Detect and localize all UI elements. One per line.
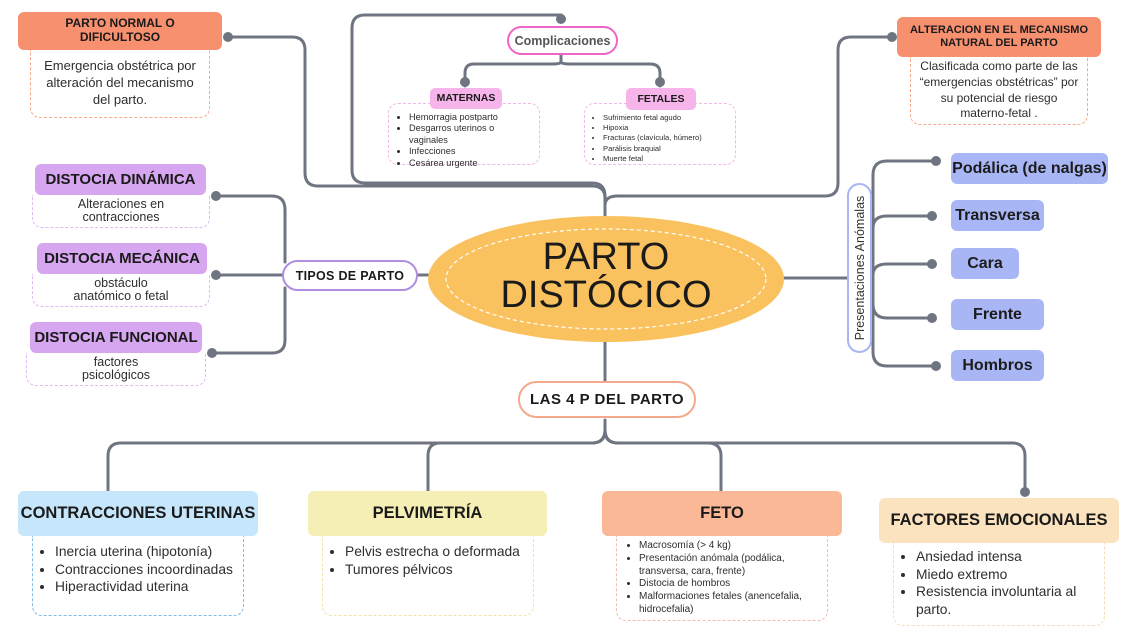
complicaciones-label: Complicaciones bbox=[514, 33, 611, 48]
cuatro-p-label: LAS 4 P DEL PARTO bbox=[529, 391, 685, 408]
pelvimetria-box: Pelvis estrecha o deformadaTumores pélvi… bbox=[322, 536, 534, 616]
pelvimetria-header: PELVIMETRÍA bbox=[308, 491, 547, 536]
feto-item: Presentación anómala (podálica, transver… bbox=[639, 553, 821, 579]
presentacion-podalica-label: Podálica (de nalgas) bbox=[952, 159, 1107, 177]
alteracion-title: ALTERACION EN EL MECANISMO NATURAL DEL P… bbox=[909, 24, 1089, 49]
maternas-item: Cesárea urgente bbox=[409, 158, 533, 169]
feto-title: FETO bbox=[700, 504, 744, 523]
central-title-line1: PARTO bbox=[542, 236, 670, 278]
contracciones-header: CONTRACCIONES UTERINAS bbox=[18, 491, 258, 536]
central-title-line2: DISTÓCICO bbox=[500, 274, 712, 316]
parto-normal-header: PARTO NORMAL O DIFICULTOSO bbox=[18, 12, 222, 50]
fetales-title: FETALES bbox=[637, 92, 685, 105]
feto-box: Macrosomía (> 4 kg)Presentación anómala … bbox=[616, 536, 828, 621]
distocia-dinamica-desc-box: Alteraciones en contracciones bbox=[32, 195, 210, 228]
contracciones-list: Inercia uterina (hipotonía)Contracciones… bbox=[37, 543, 233, 596]
central-ellipse bbox=[428, 216, 784, 342]
fetales-list: Sufrimiento fetal agudoHipoxiaFracturas … bbox=[585, 113, 702, 164]
emocionales-item: Miedo extremo bbox=[916, 566, 1100, 584]
maternas-list: Hemorragia postpartoDesgarros uterinos o… bbox=[391, 112, 533, 169]
emocionales-box: Ansiedad intensaMiedo extremoResistencia… bbox=[893, 543, 1105, 626]
distocia-funcional-desc2: psicológicos bbox=[81, 368, 151, 382]
presentacion-frente-label: Frente bbox=[973, 305, 1022, 323]
contracciones-box: Inercia uterina (hipotonía)Contracciones… bbox=[32, 536, 244, 616]
presentacion-hombros-label: Hombros bbox=[962, 356, 1033, 374]
distocia-mecanica-desc-box: obstáculo anatómico o fetal bbox=[32, 274, 210, 307]
emocionales-title: FACTORES EMOCIONALES bbox=[890, 511, 1108, 530]
parto-normal-desc: Emergencia obstétrica por alteración del… bbox=[44, 58, 196, 107]
maternas-item: Infecciones bbox=[409, 146, 533, 157]
pelvimetria-item: Pelvis estrecha o deformada bbox=[345, 543, 520, 561]
fetales-item: Muerte fetal bbox=[603, 154, 702, 164]
fetales-item: Sufrimiento fetal agudo bbox=[603, 113, 702, 123]
feto-header: FETO bbox=[602, 491, 842, 536]
emocionales-item: Resistencia involuntaria al parto. bbox=[916, 583, 1100, 618]
maternas-title: MATERNAS bbox=[436, 92, 496, 105]
distocia-funcional-desc-box: factores psicológicos bbox=[26, 353, 206, 386]
presentacion-frente: Frente bbox=[951, 299, 1044, 330]
distocia-mecanica-desc1: obstáculo bbox=[94, 276, 148, 290]
presentacion-transversa: Transversa bbox=[951, 200, 1044, 231]
fetales-item: Hipoxia bbox=[603, 123, 702, 133]
fetales-box: Sufrimiento fetal agudoHipoxiaFracturas … bbox=[584, 103, 736, 165]
distocia-mecanica-desc2: anatómico o fetal bbox=[73, 289, 169, 303]
presentacion-transversa-label: Transversa bbox=[955, 206, 1040, 224]
feto-item: Macrosomía (> 4 kg) bbox=[639, 540, 821, 553]
feto-item: Distocia de hombros bbox=[639, 578, 821, 591]
contracciones-item: Inercia uterina (hipotonía) bbox=[55, 543, 233, 561]
emocionales-list: Ansiedad intensaMiedo extremoResistencia… bbox=[898, 548, 1100, 618]
presentaciones-pill: Presentaciones Anómalas bbox=[847, 183, 872, 353]
distocia-funcional-title: DISTOCIA FUNCIONAL bbox=[34, 328, 198, 346]
presentacion-cara: Cara bbox=[951, 248, 1019, 279]
alteracion-header: ALTERACION EN EL MECANISMO NATURAL DEL P… bbox=[897, 17, 1101, 57]
distocia-mecanica-header: DISTOCIA MECÁNICA bbox=[37, 243, 207, 274]
contracciones-item: Hiperactividad uterina bbox=[55, 578, 233, 596]
maternas-item: Desgarros uterinos o vaginales bbox=[409, 123, 533, 146]
fetales-header: FETALES bbox=[626, 88, 696, 110]
distocia-funcional-header: DISTOCIA FUNCIONAL bbox=[30, 322, 202, 353]
maternas-item: Hemorragia postparto bbox=[409, 112, 533, 123]
distocia-dinamica-header: DISTOCIA DINÁMICA bbox=[35, 164, 206, 195]
feto-list: Macrosomía (> 4 kg)Presentación anómala … bbox=[621, 540, 821, 617]
emocionales-item: Ansiedad intensa bbox=[916, 548, 1100, 566]
presentaciones-label: Presentaciones Anómalas bbox=[852, 195, 867, 341]
tipos-parto-label: TIPOS DE PARTO bbox=[295, 268, 405, 283]
contracciones-title: CONTRACCIONES UTERINAS bbox=[20, 504, 256, 523]
cuatro-p-pill: LAS 4 P DEL PARTO bbox=[518, 381, 696, 418]
presentacion-hombros: Hombros bbox=[951, 350, 1044, 381]
fetales-item: Fracturas (clavícula, húmero) bbox=[603, 133, 702, 143]
maternas-box: Hemorragia postpartoDesgarros uterinos o… bbox=[388, 103, 540, 168]
contracciones-item: Contracciones incoordinadas bbox=[55, 561, 233, 579]
feto-item: Malformaciones fetales (anencefalia, hid… bbox=[639, 591, 821, 617]
distocia-dinamica-desc1: Alteraciones en bbox=[77, 197, 165, 211]
alteracion-desc-box: Clasificada como parte de las “emergenci… bbox=[910, 57, 1088, 125]
distocia-funcional-desc1: factores bbox=[93, 355, 139, 369]
tipos-parto-pill: TIPOS DE PARTO bbox=[282, 260, 418, 291]
pelvimetria-list: Pelvis estrecha o deformadaTumores pélvi… bbox=[327, 543, 520, 578]
alteracion-desc: Clasificada como parte de las “emergenci… bbox=[919, 59, 1079, 121]
parto-normal-title: PARTO NORMAL O DIFICULTOSO bbox=[65, 16, 175, 44]
emocionales-header: FACTORES EMOCIONALES bbox=[879, 498, 1119, 543]
central-title: PARTO DISTÓCICO bbox=[470, 238, 742, 314]
presentacion-podalica: Podálica (de nalgas) bbox=[951, 153, 1108, 184]
distocia-dinamica-title: DISTOCIA DINÁMICA bbox=[45, 170, 196, 188]
pelvimetria-title: PELVIMETRÍA bbox=[372, 504, 483, 523]
presentacion-cara-label: Cara bbox=[967, 254, 1003, 272]
fetales-item: Parálisis braquial bbox=[603, 144, 702, 154]
distocia-mecanica-title: DISTOCIA MECÁNICA bbox=[44, 249, 200, 267]
complicaciones-pill: Complicaciones bbox=[507, 26, 618, 55]
distocia-dinamica-desc2: contracciones bbox=[82, 210, 160, 224]
parto-normal-desc-box: Emergencia obstétrica por alteración del… bbox=[30, 50, 210, 118]
pelvimetria-item: Tumores pélvicos bbox=[345, 561, 520, 579]
